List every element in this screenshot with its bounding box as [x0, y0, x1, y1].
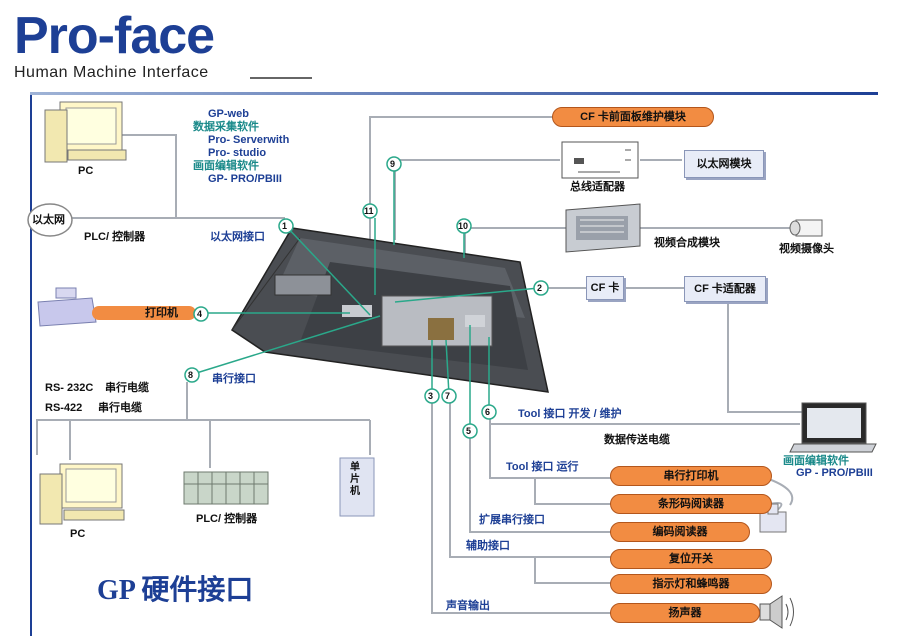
camera-label: 视频摄像头: [779, 243, 834, 255]
port-number-6: 6: [485, 407, 491, 417]
printer-cable: [92, 306, 196, 320]
ethernet-cloud: [27, 203, 73, 237]
cf-adapter-box: CF 卡适配器: [684, 276, 766, 302]
cf-card-box: CF 卡: [586, 276, 624, 300]
port-number-2: 2: [537, 283, 543, 293]
software-gp-pro: GP- PRO/PBIII: [208, 173, 282, 185]
bus-adapter-label: 总线适配器: [570, 181, 625, 193]
device-indicator-buzzer: 指示灯和蜂鸣器: [610, 574, 772, 594]
gp-pro-label: GP - PRO/PBIII: [796, 467, 873, 479]
plc-bottom-label: PLC/ 控制器: [196, 513, 258, 525]
audio-out-label: 声音输出: [446, 600, 490, 612]
plc-top-label: PLC/ 控制器: [84, 231, 146, 243]
rs422-label: RS-422: [45, 402, 83, 414]
device-barcode-reader: 条形码阅读器: [610, 494, 772, 514]
software-data-collect: 数据采集软件: [193, 121, 259, 133]
rs422-cable-label: 串行电缆: [98, 402, 142, 414]
gp-panel: [230, 227, 549, 393]
aux-port-label: 辅助接口: [466, 540, 510, 552]
tool-run-label: Tool 接口 运行: [506, 461, 579, 473]
brand-logo: Pro-face: [14, 7, 215, 65]
bus-adapter-icon: [561, 141, 639, 179]
laptop-icon: [789, 402, 877, 453]
data-cable-label: 数据传送电缆: [604, 434, 670, 446]
ext-serial-label: 扩展串行接口: [479, 514, 545, 526]
device-speaker: 扬声器: [610, 603, 760, 623]
pc-bottom-label: PC: [70, 528, 86, 540]
page-title: GP 硬件接口: [97, 575, 254, 606]
rs232-label: RS- 232C: [45, 382, 94, 394]
software-gpweb: GP-web: [208, 108, 249, 120]
device-serial-printer: 串行打印机: [610, 466, 772, 486]
single-chip-label: 单片机: [350, 462, 360, 497]
video-module-label: 视频合成模块: [654, 237, 720, 249]
printer-label: 打印机: [145, 307, 178, 319]
camera-icon: [789, 219, 823, 237]
device-code-reader: 编码阅读器: [610, 522, 750, 542]
left-border: [30, 95, 32, 636]
device-reset-switch: 复位开关: [610, 549, 772, 569]
screen-edit-label: 画面编辑软件: [783, 455, 849, 467]
ethernet-module-box: 以太网模块: [684, 150, 764, 178]
port-number-9: 9: [390, 159, 396, 169]
software-screen-edit: 画面编辑软件: [193, 160, 259, 172]
port-number-8: 8: [188, 370, 194, 380]
tool-dev-label: Tool 接口 开发 / 维护: [518, 408, 622, 420]
ethernet-label: 以太网: [32, 214, 65, 226]
port-number-11: 11: [364, 206, 374, 216]
header-bar: [30, 92, 878, 95]
port-number-7: 7: [445, 391, 451, 401]
software-pro-server: Pro- Serverwith: [208, 134, 290, 146]
port-number-10: 10: [458, 221, 469, 231]
pc-bottom-icon: [39, 463, 125, 525]
tagline-rule: [250, 77, 312, 79]
pc-top-icon: [44, 101, 127, 163]
pc-top-label: PC: [78, 165, 94, 177]
port-links: [189, 170, 540, 424]
ethernet-port-label: 以太网接口: [210, 231, 265, 243]
port-number-4: 4: [197, 309, 203, 319]
serial-port-label: 串行接口: [212, 373, 256, 385]
video-module-icon: [565, 203, 641, 253]
rs232-cable-label: 串行电缆: [105, 382, 149, 394]
single-chip-box: [339, 457, 375, 517]
port-number-5: 5: [466, 426, 472, 436]
printer-icon: [37, 287, 97, 327]
port-number-1: 1: [282, 221, 288, 231]
cf-front-module: CF 卡前面板维护模块: [552, 107, 714, 127]
plc-icon: [183, 471, 269, 505]
brand-tagline: Human Machine Interface: [14, 64, 209, 81]
port-number-3: 3: [428, 391, 434, 401]
software-pro-studio: Pro- studio: [208, 147, 267, 159]
speaker-icon: [759, 595, 794, 629]
